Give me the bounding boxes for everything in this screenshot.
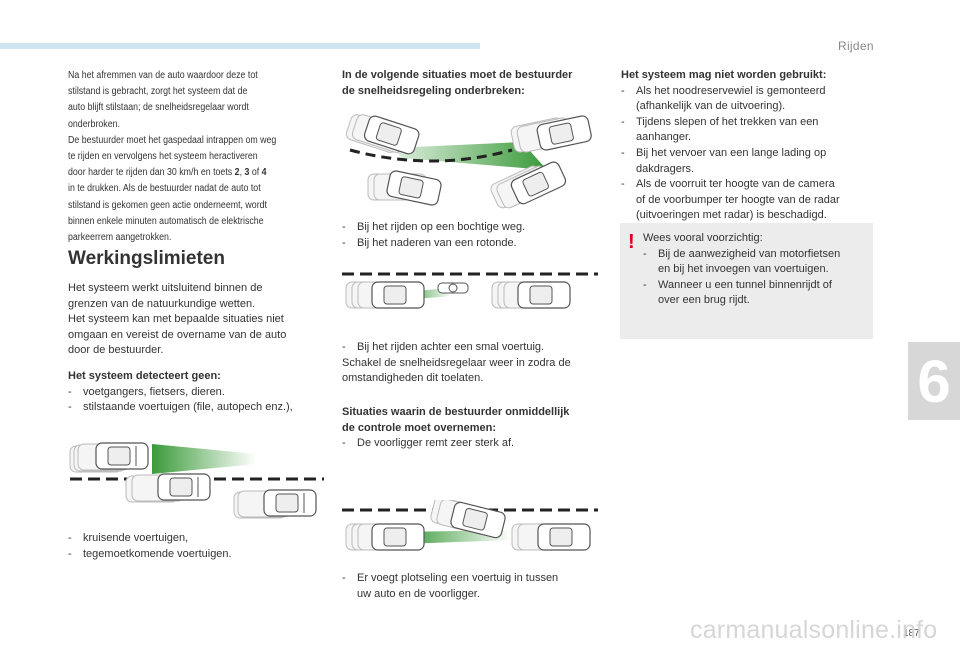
exclamation-icon: ! xyxy=(628,231,635,253)
watermark: carmanualsonline.info xyxy=(690,616,938,644)
chapter-number-tab: 6 xyxy=(908,342,960,420)
immediate-list-b: -Er voegt plotseling een voertuig in tus… xyxy=(342,572,559,600)
header-bar xyxy=(0,43,480,49)
interrupt-list-b: -Bij het rijden achter een smal voertuig… xyxy=(342,341,571,385)
not-used-section: Het systeem mag niet worden gebruikt: -A… xyxy=(621,69,840,222)
section-heading: Werkingslimieten xyxy=(68,248,225,269)
illustration-narrow-vehicle xyxy=(342,266,598,328)
chapter-title: Rijden xyxy=(838,39,874,53)
interrupt-list-a: -Bij het rijden op een bochtige weg. -Bi… xyxy=(342,221,526,249)
page-number: 187 xyxy=(903,628,920,639)
limits-text: Het systeem werkt uitsluitend binnen de … xyxy=(68,282,287,357)
warning-box xyxy=(620,223,873,339)
intro-text: Na het afremmen van de auto waardoor dez… xyxy=(68,70,277,244)
not-detected-list: Het systeem detecteert geen: -voetganger… xyxy=(68,370,293,414)
interrupt-heading: In de volgende situaties moet de bestuur… xyxy=(342,69,573,97)
immediate-section: Situaties waarin de bestuurder onmiddell… xyxy=(342,406,570,450)
more-not-detected: -kruisende voertuigen, -tegemoetkomende … xyxy=(68,532,232,560)
illustration-stationary-vehicles xyxy=(66,432,328,532)
illustration-cut-in xyxy=(342,500,598,562)
illustration-curvy-road xyxy=(342,112,598,216)
warning-text: Wees vooral voorzichtig: -Bij de aanwezi… xyxy=(643,232,841,307)
